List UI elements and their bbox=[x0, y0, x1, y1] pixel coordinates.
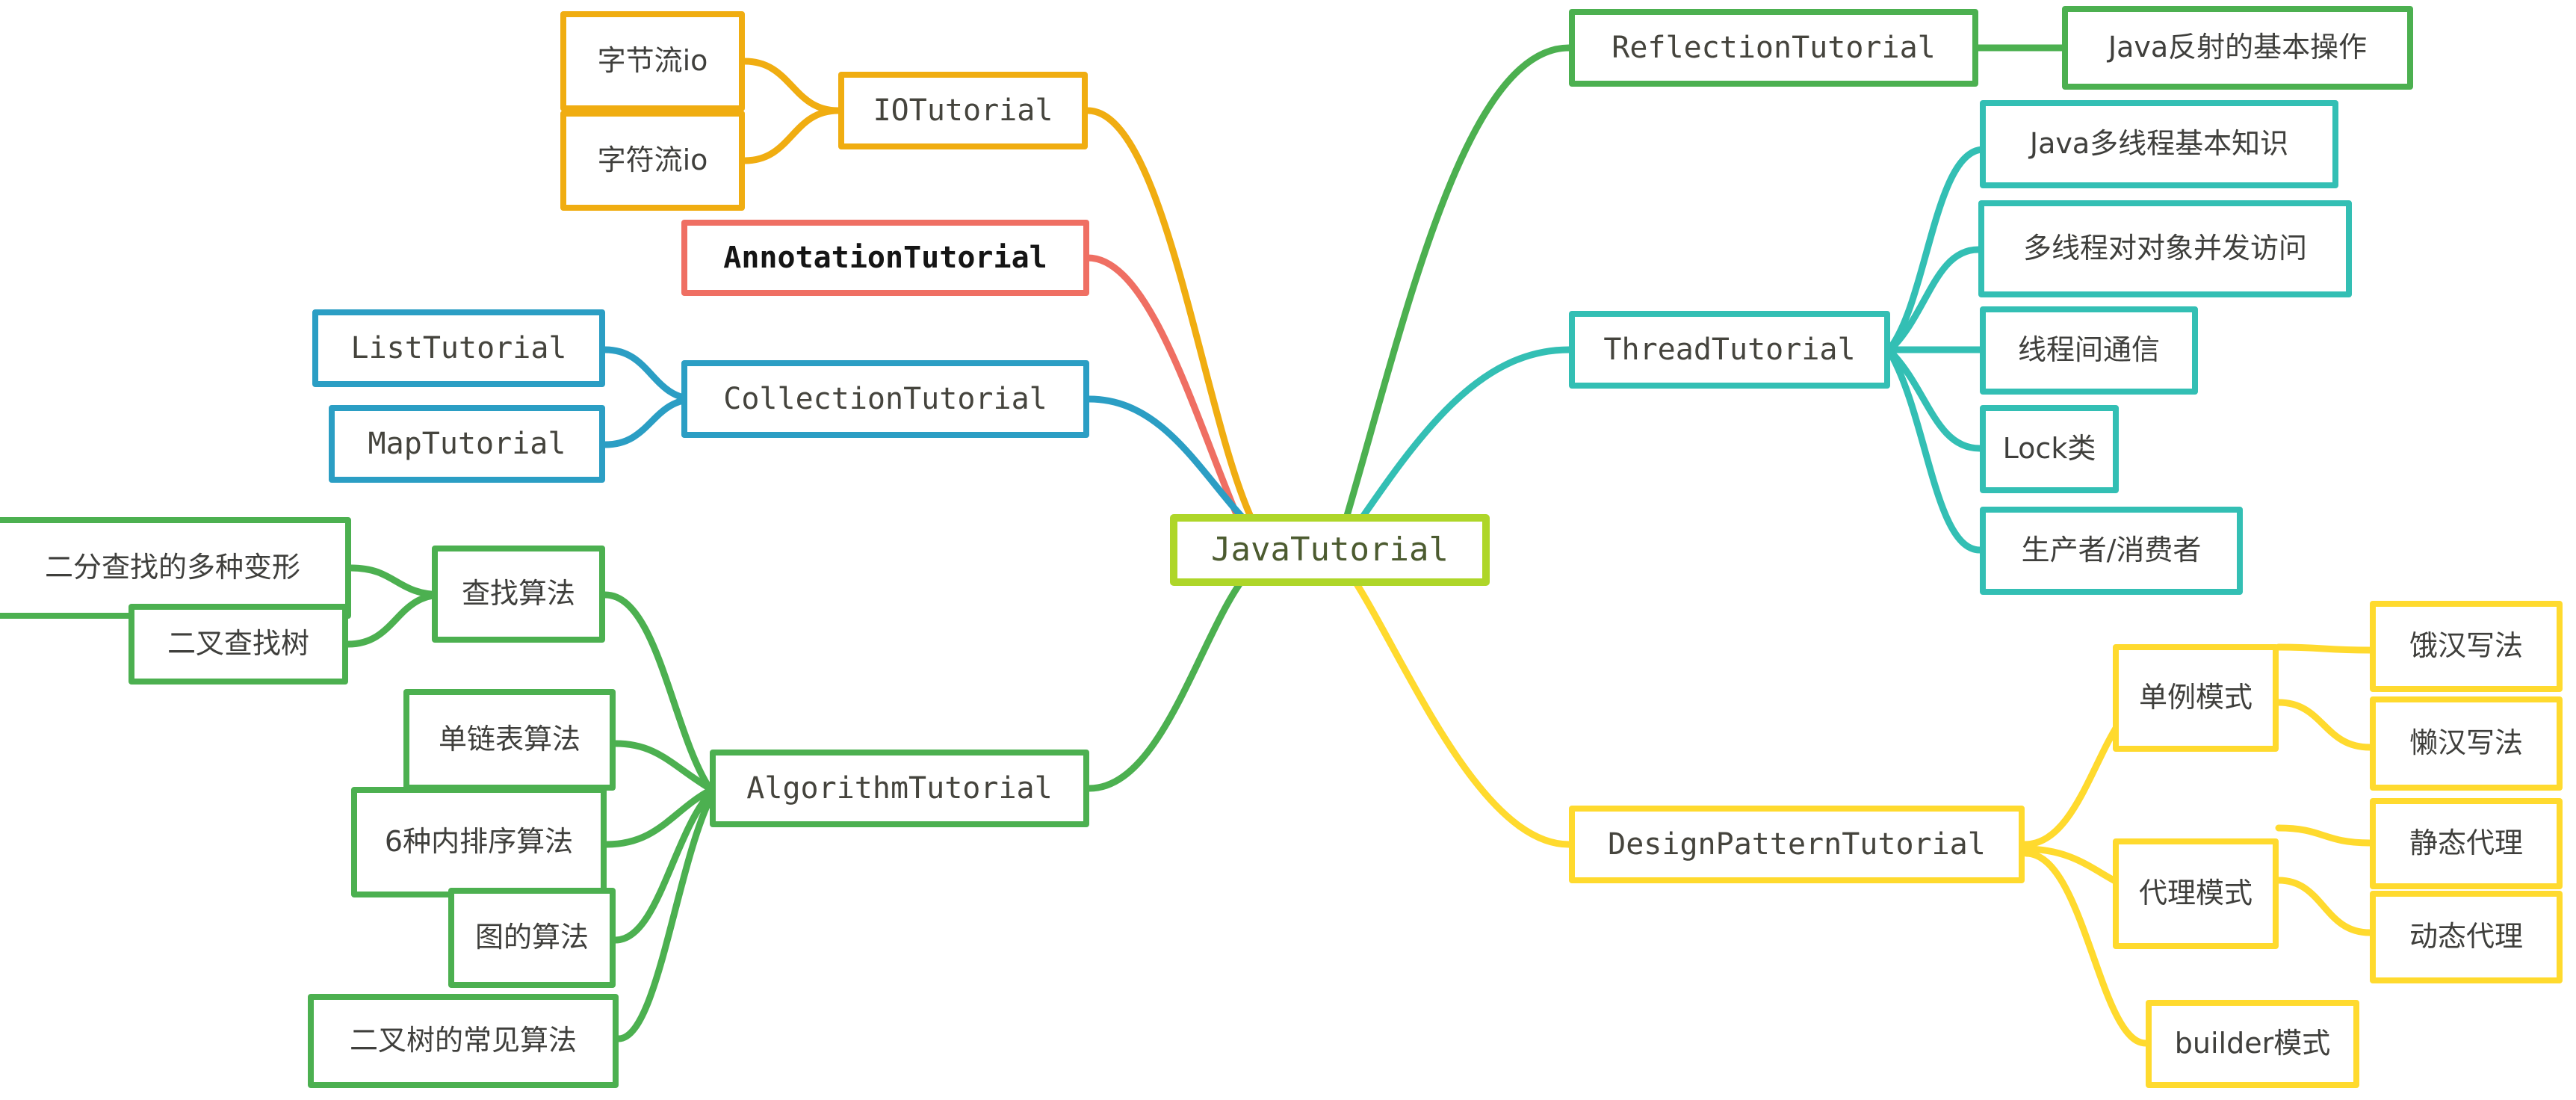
node-eager-singleton-label: 饿汉写法 bbox=[2409, 629, 2523, 663]
node-thread-communication-label: 线程间通信 bbox=[2017, 333, 2160, 367]
node-thread-communication[interactable]: 线程间通信 bbox=[1980, 306, 2198, 395]
node-search-algorithm[interactable]: 查找算法 bbox=[432, 546, 605, 643]
edge-io-char bbox=[741, 107, 842, 164]
node-algorithm-tutorial[interactable]: AlgorithmTutorial bbox=[710, 750, 1089, 827]
node-thread-basics[interactable]: Java多线程基本知识 bbox=[1980, 100, 2338, 188]
node-linked-list-algorithm[interactable]: 单链表算法 bbox=[403, 689, 616, 791]
edge-singleton-eager bbox=[2275, 643, 2374, 654]
node-designpattern-tutorial-label: DesignPatternTutorial bbox=[1608, 827, 1986, 862]
node-builder-pattern-label: builder模式 bbox=[2174, 1027, 2331, 1060]
node-thread-concurrent-access[interactable]: 多线程对对象并发访问 bbox=[1978, 200, 2352, 297]
node-sort-algorithm-label: 6种内排序算法 bbox=[384, 825, 574, 859]
edge-algorithm-sort bbox=[603, 787, 713, 848]
node-thread-producer-consumer[interactable]: 生产者/消费者 bbox=[1980, 507, 2243, 595]
edge-thread-lock bbox=[1886, 347, 1984, 452]
node-sort-algorithm[interactable]: 6种内排序算法 bbox=[351, 787, 607, 897]
node-thread-tutorial-label: ThreadTutorial bbox=[1603, 333, 1856, 367]
node-algorithm-tutorial-label: AlgorithmTutorial bbox=[746, 771, 1053, 806]
node-thread-producer-consumer-label: 生产者/消费者 bbox=[2021, 534, 2202, 567]
edge-root-thread bbox=[1349, 346, 1573, 536]
node-search-algorithm-label: 查找算法 bbox=[461, 577, 575, 611]
node-io-char-stream[interactable]: 字符流io bbox=[560, 111, 745, 211]
edge-root-reflection bbox=[1341, 44, 1573, 527]
edge-algorithm-linkedlist bbox=[612, 740, 713, 792]
edge-thread-pc bbox=[1886, 349, 1984, 554]
edge-proxy-dynamic bbox=[2275, 877, 2374, 936]
edge-root-algorithm bbox=[1086, 564, 1256, 792]
node-binary-search-tree-label: 二叉查找树 bbox=[167, 627, 309, 661]
node-lazy-singleton[interactable]: 懒汉写法 bbox=[2370, 696, 2563, 791]
node-thread-basics-label: Java多线程基本知识 bbox=[2029, 127, 2289, 161]
node-tree-algorithm[interactable]: 二叉树的常见算法 bbox=[308, 994, 619, 1088]
node-list-tutorial[interactable]: ListTutorial bbox=[312, 309, 605, 387]
node-io-tutorial-label: IOTutorial bbox=[873, 93, 1053, 128]
node-tree-algorithm-label: 二叉树的常见算法 bbox=[349, 1024, 577, 1057]
edge-algorithm-tree bbox=[615, 793, 715, 1042]
edge-thread-concurrent bbox=[1886, 246, 1982, 353]
node-collection-tutorial[interactable]: CollectionTutorial bbox=[681, 360, 1089, 438]
node-reflection-tutorial-label: ReflectionTutorial bbox=[1611, 31, 1936, 65]
node-linked-list-algorithm-label: 单链表算法 bbox=[438, 723, 580, 756]
node-thread-tutorial[interactable]: ThreadTutorial bbox=[1569, 311, 1890, 389]
node-io-char-stream-label: 字符流io bbox=[597, 143, 708, 177]
node-dynamic-proxy[interactable]: 动态代理 bbox=[2370, 891, 2563, 983]
node-map-tutorial[interactable]: MapTutorial bbox=[329, 405, 605, 483]
node-annotation-tutorial[interactable]: AnnotationTutorial bbox=[681, 220, 1089, 296]
node-thread-lock-class[interactable]: Lock类 bbox=[1980, 405, 2119, 493]
node-graph-algorithm[interactable]: 图的算法 bbox=[448, 888, 616, 988]
edge-root-io bbox=[1084, 107, 1257, 527]
node-thread-lock-class-label: Lock类 bbox=[2002, 432, 2096, 466]
node-reflection-basic-ops[interactable]: Java反射的基本操作 bbox=[2062, 6, 2413, 90]
node-graph-algorithm-label: 图的算法 bbox=[474, 921, 589, 954]
node-eager-singleton[interactable]: 饿汉写法 bbox=[2370, 601, 2563, 692]
node-io-tutorial[interactable]: IOTutorial bbox=[838, 72, 1088, 149]
node-static-proxy-label: 静态代理 bbox=[2409, 826, 2523, 860]
node-binary-search-tree[interactable]: 二叉查找树 bbox=[129, 604, 348, 685]
edge-thread-basic bbox=[1886, 146, 1987, 352]
node-static-proxy[interactable]: 静态代理 bbox=[2370, 798, 2563, 889]
edge-search-binvariants bbox=[347, 564, 446, 599]
node-builder-pattern[interactable]: builder模式 bbox=[2146, 1000, 2359, 1088]
node-thread-concurrent-access-label: 多线程对对象并发访问 bbox=[2022, 232, 2307, 265]
node-reflection-tutorial[interactable]: ReflectionTutorial bbox=[1569, 9, 1978, 87]
node-io-byte-stream-label: 字节流io bbox=[597, 44, 708, 78]
node-map-tutorial-label: MapTutorial bbox=[368, 427, 566, 461]
node-io-byte-stream[interactable]: 字节流io bbox=[560, 11, 745, 111]
edge-root-collection bbox=[1086, 395, 1256, 531]
node-proxy-pattern-label: 代理模式 bbox=[2138, 877, 2253, 910]
edge-algorithm-graph bbox=[612, 790, 713, 944]
node-singleton-pattern-label: 单例模式 bbox=[2138, 681, 2253, 714]
edge-io-byte bbox=[741, 58, 842, 114]
node-reflection-basic-ops-label: Java反射的基本操作 bbox=[2108, 31, 2368, 64]
node-designpattern-tutorial[interactable]: DesignPatternTutorial bbox=[1569, 806, 2025, 883]
node-proxy-pattern[interactable]: 代理模式 bbox=[2113, 838, 2279, 949]
edge-root-designpattern bbox=[1349, 573, 1573, 848]
node-annotation-tutorial-label: AnnotationTutorial bbox=[723, 241, 1047, 275]
node-list-tutorial-label: ListTutorial bbox=[350, 331, 567, 365]
edge-singleton-lazy bbox=[2275, 699, 2374, 751]
edge-proxy-static bbox=[2275, 824, 2374, 847]
edge-algorithm-search bbox=[601, 591, 713, 792]
node-singleton-pattern[interactable]: 单例模式 bbox=[2113, 644, 2279, 752]
node-root[interactable]: JavaTutorial bbox=[1170, 514, 1490, 586]
node-root-label: JavaTutorial bbox=[1211, 530, 1449, 569]
node-lazy-singleton-label: 懒汉写法 bbox=[2409, 726, 2523, 760]
node-binary-search-variants-label: 二分查找的多种变形 bbox=[44, 551, 300, 584]
node-dynamic-proxy-label: 动态代理 bbox=[2409, 920, 2523, 954]
edge-root-annotation bbox=[1084, 254, 1244, 527]
node-collection-tutorial-label: CollectionTutorial bbox=[723, 382, 1047, 416]
edge-search-bintree bbox=[344, 591, 446, 648]
